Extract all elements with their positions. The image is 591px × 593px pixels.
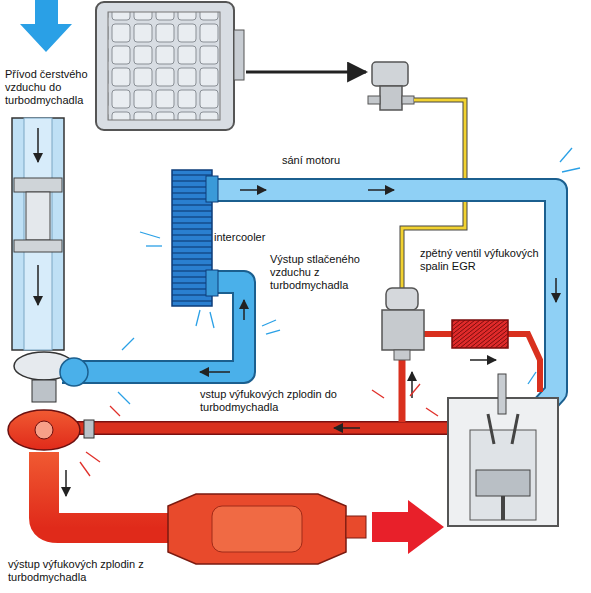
intercooler-core xyxy=(172,170,218,306)
intake-label: sání motoru xyxy=(282,154,392,167)
turbine-outlet-pipe xyxy=(44,452,170,528)
exhaust-pipe xyxy=(66,423,452,434)
inflow-label: Přívod čerstvého vzduchu do turbodmychad… xyxy=(5,68,105,107)
inflow-arrow xyxy=(20,0,72,52)
intercooler-label: intercooler xyxy=(214,231,304,244)
converter-core xyxy=(212,506,302,552)
intake-pipe xyxy=(214,190,556,414)
heat-ticks xyxy=(80,384,438,476)
egr-cooler xyxy=(452,320,508,348)
egr-valve xyxy=(382,288,424,360)
control-arrow xyxy=(246,71,366,74)
tailpipe xyxy=(346,516,366,538)
exhaust-out-label: výstup výfukových zplodin z turbodmychad… xyxy=(8,558,148,584)
engine-control-unit xyxy=(96,2,244,130)
intake-pipe-outline xyxy=(214,190,556,414)
egr-pipe xyxy=(399,352,406,422)
engine-cylinder xyxy=(448,374,558,526)
egr-label: zpětný ventil výfukových spalin EGR xyxy=(420,247,540,273)
turbocharger xyxy=(8,352,94,450)
catalytic-converter xyxy=(168,494,346,564)
solenoid-valve xyxy=(368,62,414,110)
air-ticks xyxy=(118,148,580,404)
boost-label: Výstup stlačeného vzduchu z turbodmychad… xyxy=(270,253,372,292)
outflow-arrow xyxy=(372,500,444,554)
exhaust-in-label: vstup výfukových zplodin do turbodmychad… xyxy=(200,388,340,414)
air-intake-tube xyxy=(12,118,64,350)
exhaust-pipe-outline xyxy=(66,421,452,435)
